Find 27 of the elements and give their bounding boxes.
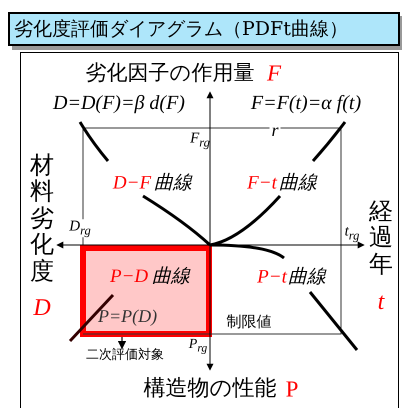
axis-value: F$_{rg}$ <box>190 131 210 149</box>
curve-name: F−t <box>247 174 277 192</box>
variable: D <box>33 296 51 320</box>
curve-name: P−D <box>110 267 148 286</box>
variable: F <box>266 62 282 84</box>
axis-title: 構造物の性能 <box>144 378 276 400</box>
axis-title: 材料劣化度 <box>30 152 54 284</box>
highlight-box <box>80 245 212 337</box>
formula: P=P(D) <box>98 307 158 325</box>
curve-name: P−t <box>257 268 287 286</box>
axis-title: 劣化因子の作用量 <box>86 62 254 84</box>
limit-label: 制限値 <box>226 314 272 330</box>
axis-value: t$_{rg}$ <box>344 224 360 242</box>
formula: D=D(F)=β d(F) <box>53 93 185 113</box>
curve-name: 曲線 <box>279 174 317 192</box>
axis-title: 経過年 <box>369 198 393 278</box>
curve-name: D−F <box>112 174 152 192</box>
curve-name: 曲線 <box>288 268 326 286</box>
curve-name: 曲線 <box>154 174 192 192</box>
axis-value: D$_{rg}$ <box>67 219 93 237</box>
note: 二次評価対象 <box>86 348 164 362</box>
variable: t <box>378 290 384 314</box>
title: 劣化度評価ダイアグラム（PDFt曲線） <box>14 17 348 42</box>
variable: P <box>286 378 298 400</box>
formula: F=F(t)=α f(t) <box>250 93 362 113</box>
curve-name: 曲線 <box>152 267 190 286</box>
arrow <box>118 337 126 350</box>
